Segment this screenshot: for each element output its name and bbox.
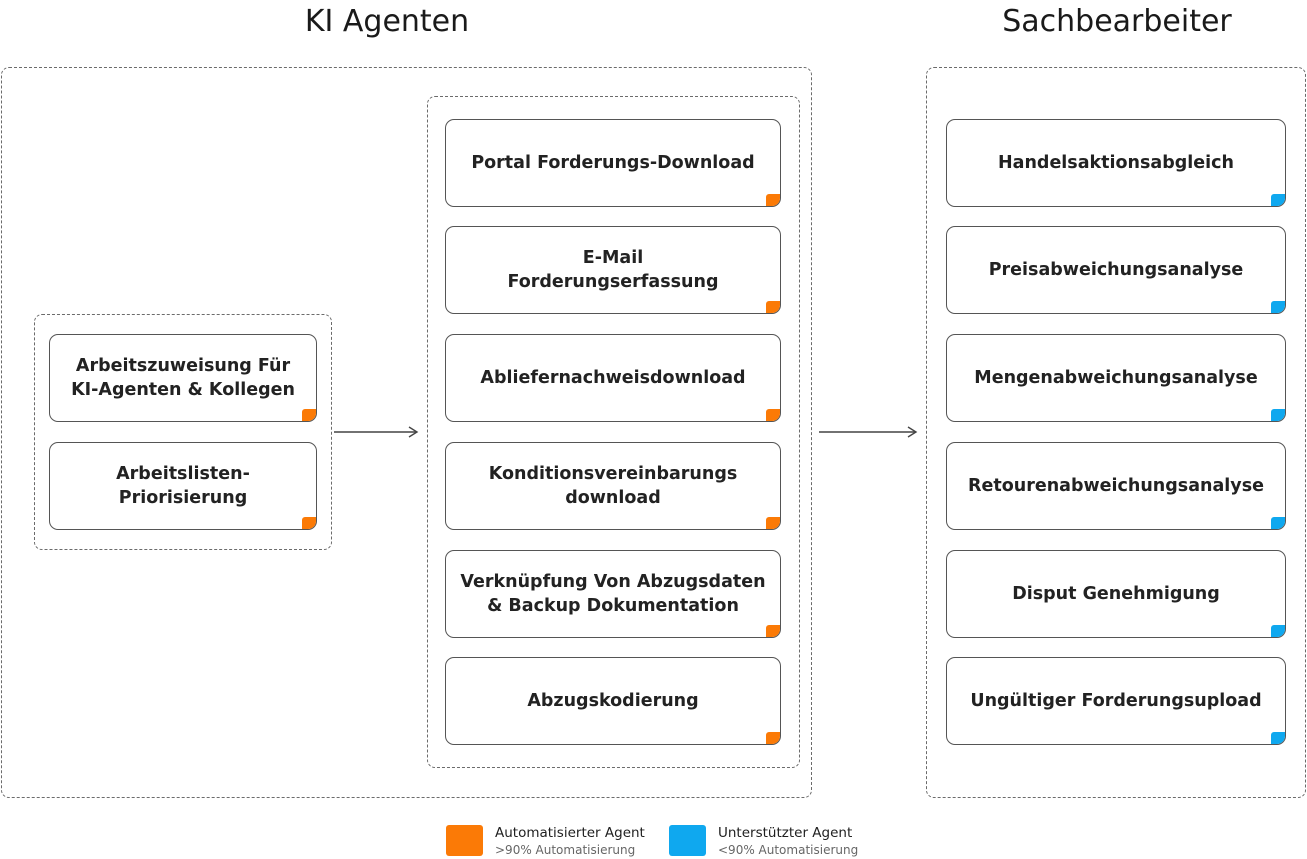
card-label: Portal Forderungs-Download	[471, 153, 755, 173]
agent-card[interactable]: Konditionsvereinbarungs download	[445, 442, 781, 530]
card-label: Verknüpfung Von Abzugsdaten & Backup Dok…	[460, 572, 766, 616]
card-label: Handelsaktionsabgleich	[998, 153, 1234, 173]
card-label: E-Mail Forderungserfassung	[507, 248, 719, 292]
agent-card[interactable]: E-Mail Forderungserfassung	[445, 226, 781, 314]
assisted-corner-marker	[1271, 625, 1285, 637]
automated-corner-marker	[766, 409, 780, 421]
automated-corner-marker	[302, 409, 316, 421]
legend-automated: Automatisierter Agent >90% Automatisieru…	[446, 825, 666, 859]
automated-corner-marker	[766, 625, 780, 637]
automated-corner-marker	[766, 732, 780, 744]
legend-automated-title: Automatisierter Agent	[495, 825, 645, 841]
automated-corner-marker	[302, 517, 316, 529]
automated-corner-marker	[766, 194, 780, 206]
legend-assisted-subtitle: <90% Automatisierung	[718, 843, 859, 857]
clerk-card[interactable]: Mengenabweichungsanalyse	[946, 334, 1286, 422]
flow-arrow-planning-to-agents	[334, 426, 419, 438]
card-label: Retourenabweichungsanalyse	[968, 476, 1264, 496]
card-label: Ungültiger Forderungsupload	[970, 691, 1262, 711]
ki-agenten-group	[1, 67, 812, 798]
card-label: Abliefernachweisdownload	[480, 368, 746, 388]
flow-arrow-agents-to-clerks	[819, 426, 918, 438]
assisted-swatch	[669, 825, 706, 856]
agents-group	[427, 96, 800, 768]
card-label: Disput Genehmigung	[1012, 584, 1220, 604]
agent-card[interactable]: Abzugskodierung	[445, 657, 781, 745]
legend-automated-subtitle: >90% Automatisierung	[495, 843, 636, 857]
clerk-card[interactable]: Disput Genehmigung	[946, 550, 1286, 638]
card-label: Mengenabweichungsanalyse	[974, 368, 1258, 388]
card-label: Arbeitslisten- Priorisierung	[116, 464, 250, 508]
automated-corner-marker	[766, 517, 780, 529]
clerk-card[interactable]: Preisabweichungsanalyse	[946, 226, 1286, 314]
ki-agenten-heading: KI Agenten	[304, 4, 470, 39]
clerk-card[interactable]: Retourenabweichungsanalyse	[946, 442, 1286, 530]
planning-card[interactable]: Arbeitslisten- Priorisierung	[49, 442, 317, 530]
card-label: Preisabweichungsanalyse	[988, 260, 1244, 280]
agent-card[interactable]: Verknüpfung Von Abzugsdaten & Backup Dok…	[445, 550, 781, 638]
assisted-corner-marker	[1271, 517, 1285, 529]
card-label: Abzugskodierung	[527, 691, 699, 711]
assisted-corner-marker	[1271, 194, 1285, 206]
sachbearbeiter-heading: Sachbearbeiter	[1002, 4, 1232, 39]
card-label: Konditionsvereinbarungs download	[488, 464, 738, 508]
agent-card[interactable]: Portal Forderungs-Download	[445, 119, 781, 207]
assisted-corner-marker	[1271, 301, 1285, 313]
clerk-card[interactable]: Ungültiger Forderungsupload	[946, 657, 1286, 745]
automated-swatch	[446, 825, 483, 856]
card-label: Arbeitszuweisung Für KI-Agenten & Kolleg…	[71, 356, 295, 400]
automated-corner-marker	[766, 301, 780, 313]
legend-assisted-title: Unterstützter Agent	[718, 825, 853, 841]
agent-card[interactable]: Abliefernachweisdownload	[445, 334, 781, 422]
legend-assisted: Unterstützter Agent <90% Automatisierung	[669, 825, 889, 859]
planning-card[interactable]: Arbeitszuweisung Für KI-Agenten & Kolleg…	[49, 334, 317, 422]
assisted-corner-marker	[1271, 409, 1285, 421]
clerk-card[interactable]: Handelsaktionsabgleich	[946, 119, 1286, 207]
assisted-corner-marker	[1271, 732, 1285, 744]
planning-group	[34, 314, 332, 550]
sachbearbeiter-group	[926, 67, 1306, 798]
